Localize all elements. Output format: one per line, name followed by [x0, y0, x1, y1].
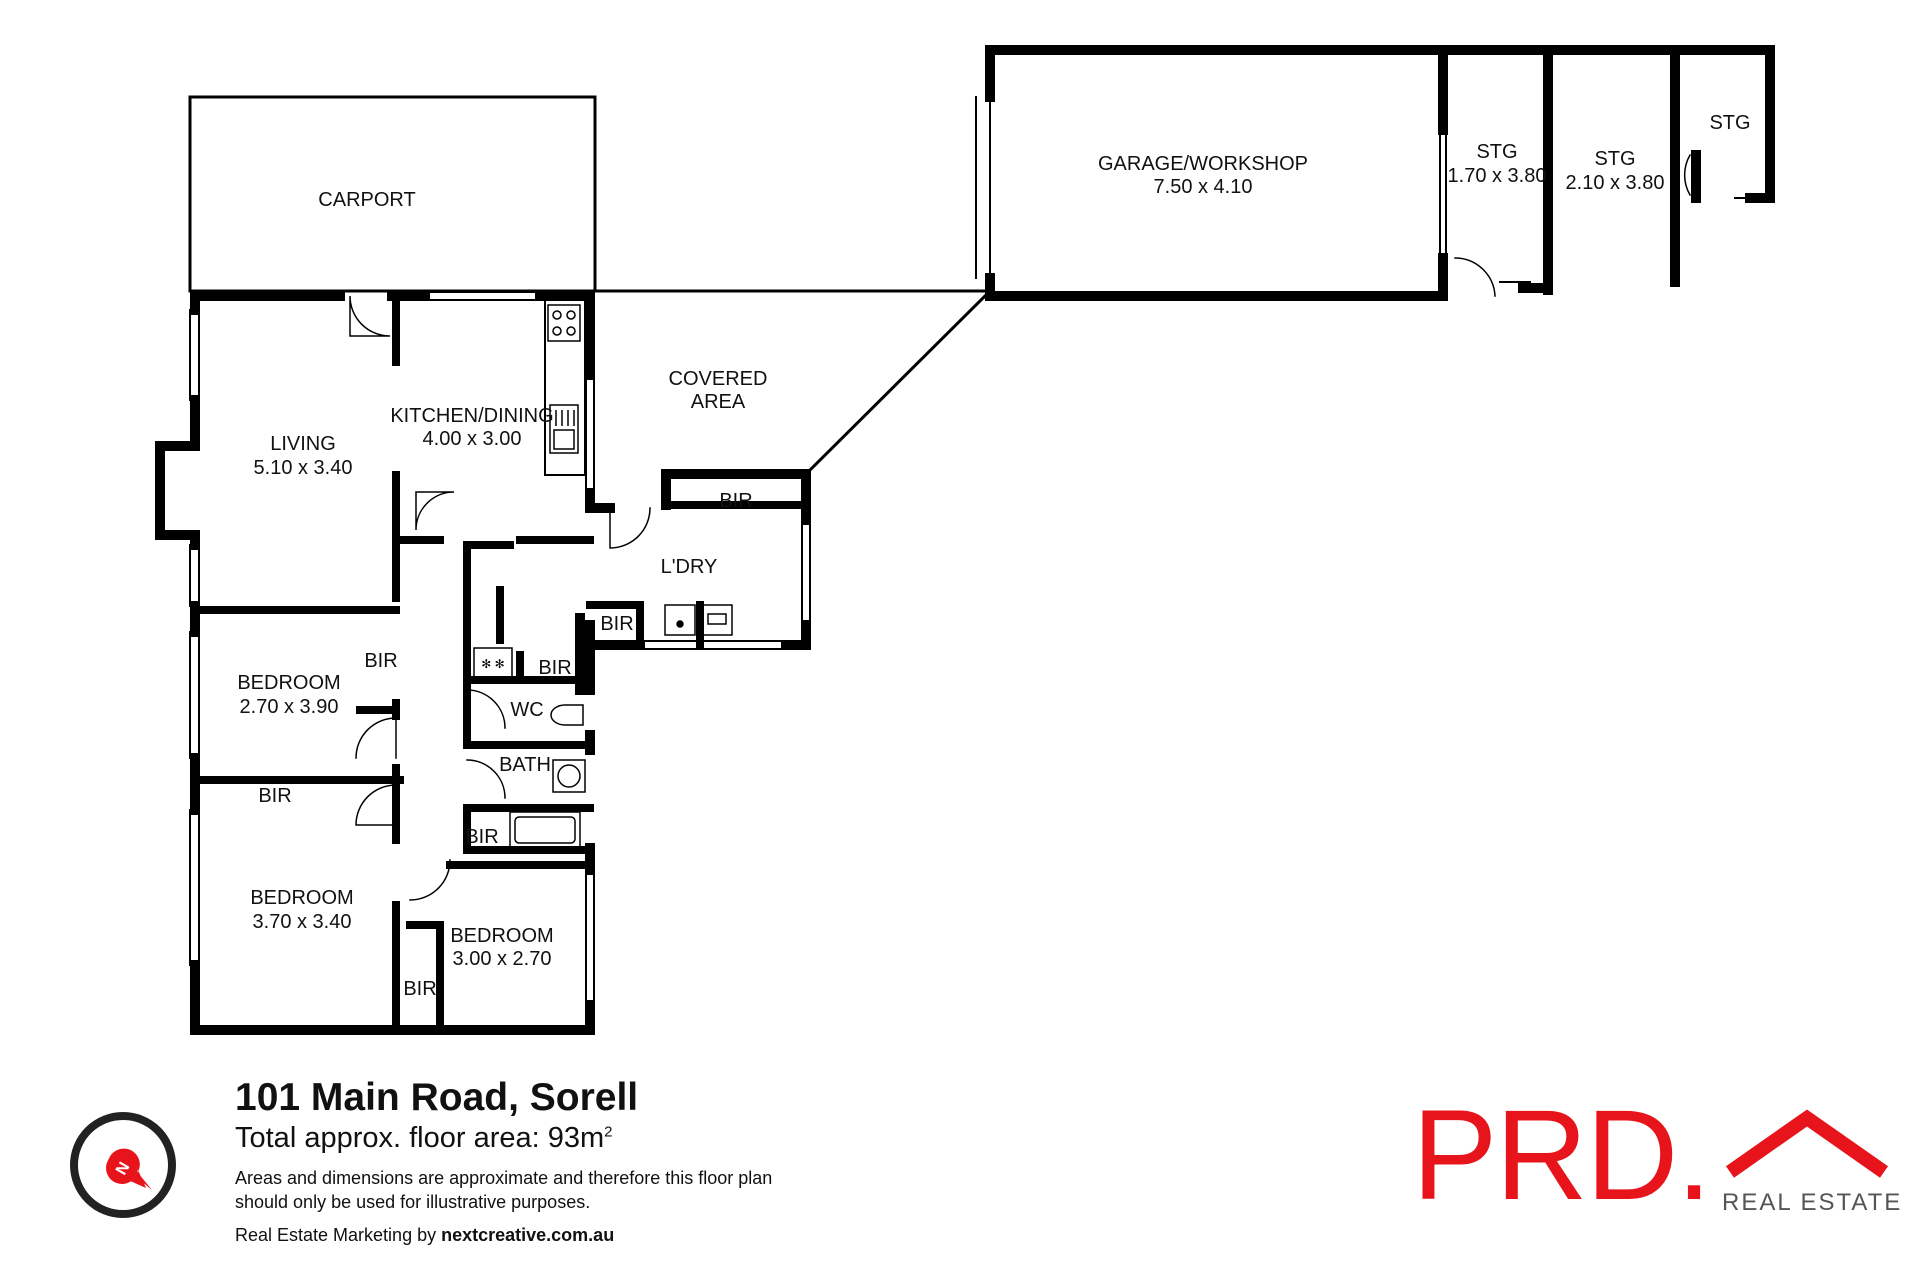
floor-area-label: Total approx. floor area: 93m — [235, 1122, 605, 1154]
sink-icon — [549, 404, 579, 454]
windows — [189, 96, 1761, 1006]
label-bir-bed1: BIR — [364, 650, 397, 672]
label-bir-bed2: BIR — [258, 785, 291, 807]
credit-prefix: Real Estate Marketing by — [235, 1225, 442, 1245]
label-garage-dim: 7.50 x 4.10 — [1154, 176, 1253, 198]
toilet-icon — [550, 704, 584, 726]
marketing-credit: Real Estate Marketing by nextcreative.co… — [235, 1225, 614, 1246]
label-covered-1: COVERED — [669, 368, 768, 390]
brand-logo: PRD. — [1412, 1084, 1712, 1227]
floor-area-sup: 2 — [604, 1123, 613, 1141]
label-covered-2: AREA — [691, 391, 746, 413]
label-bir-bath: BIR — [465, 826, 498, 848]
label-kitchen-dim: 4.00 x 3.00 — [423, 428, 522, 450]
disclaimer: Areas and dimensions are approximate and… — [235, 1168, 773, 1212]
label-bath: BATH — [499, 754, 551, 776]
property-address: 101 Main Road, Sorell — [235, 1076, 639, 1119]
bathtub-icon — [509, 811, 581, 849]
label-bir-laundry-left: BIR — [600, 613, 633, 635]
label-bed2: BEDROOM — [250, 887, 353, 909]
shower-icon: ✻ ✻ — [473, 647, 513, 679]
label-living: LIVING — [270, 433, 336, 455]
label-bed1-dim: 2.70 x 3.90 — [240, 696, 339, 718]
label-bed2-dim: 3.70 x 3.40 — [253, 911, 352, 933]
label-bed3: BEDROOM — [450, 925, 553, 947]
label-stg2-dim: 2.10 x 3.80 — [1566, 172, 1665, 194]
label-stg1-dim: 1.70 x 3.80 — [1448, 165, 1547, 187]
brand-tagline: REAL ESTATE — [1722, 1189, 1903, 1216]
basin-icon — [552, 759, 586, 793]
roof-logo-icon — [1725, 1109, 1889, 1178]
floor-area: Total approx. floor area: 93m2 — [235, 1122, 613, 1155]
label-living-dim: 5.10 x 3.40 — [254, 457, 353, 479]
label-bed1: BEDROOM — [237, 672, 340, 694]
label-kitchen: KITCHEN/DINING — [390, 405, 553, 427]
interior-walls — [191, 292, 810, 1034]
label-bir-laundry-top: BIR — [719, 490, 752, 512]
label-carport: CARPORT — [318, 189, 415, 211]
label-laundry: L'DRY — [661, 556, 718, 578]
label-bir-bed3: BIR — [403, 978, 436, 1000]
label-garage: GARAGE/WORKSHOP — [1098, 153, 1308, 175]
door-swings — [349, 153, 1692, 901]
room-labels: CARPORT GARAGE/WORKSHOP 7.50 x 4.10 STG … — [237, 112, 1750, 1000]
stove-icon — [547, 304, 581, 342]
label-stg3: STG — [1709, 112, 1750, 134]
garage-walls — [985, 45, 1775, 301]
label-stg1: STG — [1476, 141, 1517, 163]
kitchen-counter — [544, 299, 586, 476]
label-stg2: STG — [1594, 148, 1635, 170]
label-bir-hall: BIR — [538, 657, 571, 679]
compass-icon: N — [70, 1112, 176, 1218]
covered-area-outline — [593, 288, 993, 477]
svg-text:✻ ✻: ✻ ✻ — [481, 657, 504, 671]
label-bed3-dim: 3.00 x 2.70 — [453, 948, 552, 970]
washer-icon — [664, 604, 733, 636]
label-wc: WC — [510, 699, 543, 721]
credit-site: nextcreative.com.au — [441, 1225, 615, 1245]
